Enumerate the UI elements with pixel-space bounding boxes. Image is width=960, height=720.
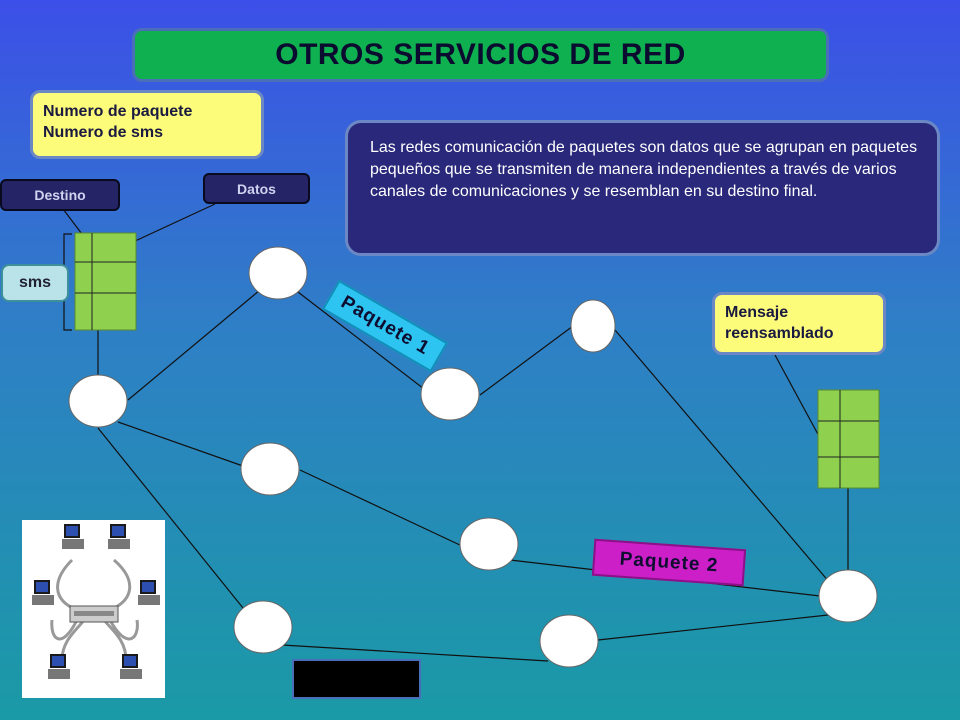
network-node — [248, 246, 308, 300]
link — [297, 291, 429, 393]
datos-label: Datos — [203, 173, 310, 204]
connector — [774, 354, 821, 439]
link — [299, 469, 463, 547]
link — [117, 421, 244, 467]
sms-label: sms — [1, 264, 69, 302]
network-node — [233, 600, 293, 654]
note-line: reensamblado — [725, 325, 834, 342]
link — [97, 427, 244, 609]
network-node — [240, 442, 300, 496]
note-line: Numero de paquete — [43, 103, 193, 120]
black-placeholder-block — [292, 659, 421, 699]
reassembled-packet-grid — [817, 389, 880, 489]
link — [479, 325, 574, 396]
link — [127, 289, 261, 401]
network-node — [68, 374, 128, 428]
source-packet-grid — [74, 232, 137, 331]
link — [281, 644, 549, 662]
network-node — [818, 569, 878, 623]
reassembled-message-note: Mensaje reensamblado — [712, 292, 886, 355]
network-node — [459, 517, 519, 571]
link — [614, 329, 831, 584]
computers-hub-icon — [32, 524, 160, 679]
network-node — [570, 299, 616, 353]
note-line: Mensaje — [725, 304, 789, 321]
network-illustration — [22, 520, 165, 698]
note-line: Numero de sms — [43, 124, 164, 141]
packet-number-note: Numero de paquete Numero de sms — [30, 90, 264, 159]
network-node — [539, 614, 599, 668]
info-text-box: Las redes comunicación de paquetes son d… — [345, 120, 940, 256]
destino-label: Destino — [0, 179, 120, 211]
network-node — [420, 367, 480, 421]
slide-title: OTROS SERVICIOS DE RED — [132, 28, 829, 82]
link — [597, 614, 829, 641]
